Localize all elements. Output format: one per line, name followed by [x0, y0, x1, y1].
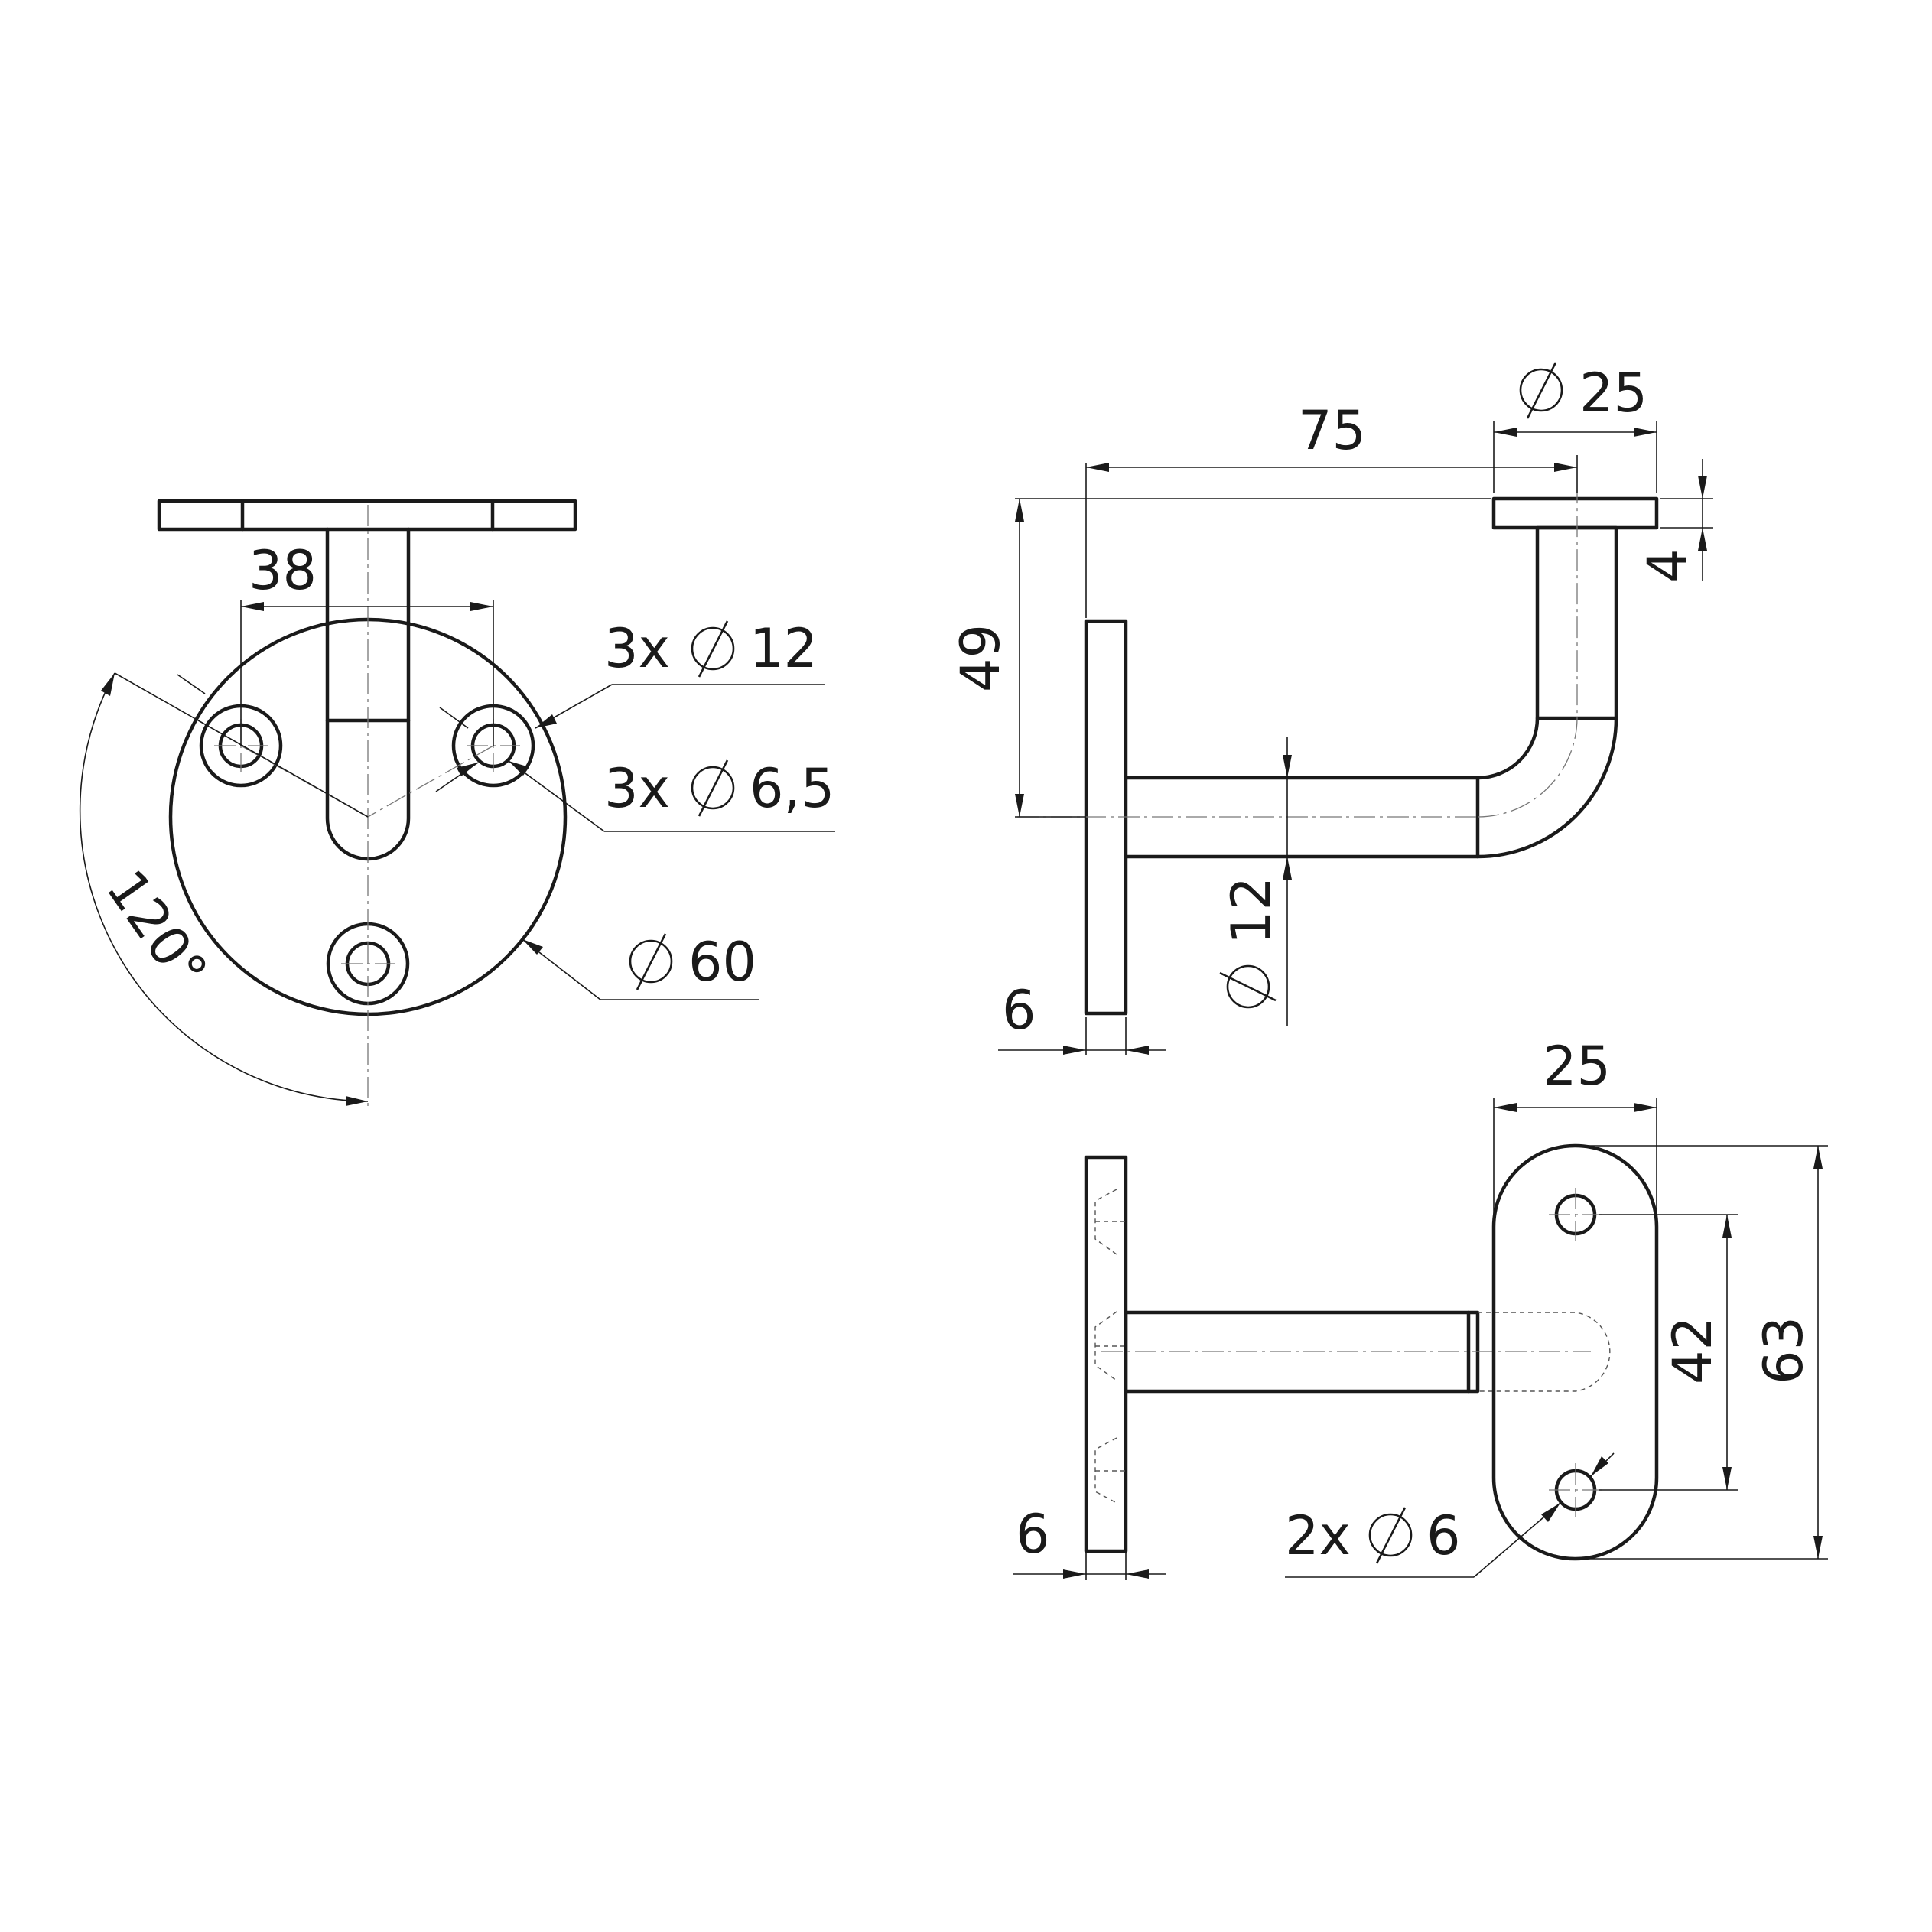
label-63: 63 [1752, 1316, 1815, 1384]
label-2x-6-value: 6 [1426, 1504, 1461, 1567]
dim-42: 42 [1599, 1214, 1738, 1491]
top-wall-plate [1084, 1155, 1128, 1553]
label-3x-65-count: 3x [604, 757, 670, 820]
label-2x-6-count: 2x [1285, 1504, 1351, 1567]
side-pad [1491, 496, 1659, 530]
hidden-countersinks [1094, 1189, 1126, 1504]
dim-63: 63 [1576, 1145, 1828, 1560]
dim-25-top: 25 [1493, 1035, 1657, 1228]
label-25-top: 25 [1543, 1035, 1611, 1098]
dim-38-label: 38 [249, 539, 317, 602]
dim-49: 49 [949, 498, 1491, 818]
top-view: 25 42 63 6 [1013, 1035, 1828, 1580]
top-pad [1491, 1143, 1659, 1561]
leader-60: 60 [522, 931, 759, 1000]
dim-4: 4 [1636, 459, 1713, 583]
top-pad-holes [1549, 1188, 1602, 1517]
label-60-value: 60 [688, 931, 756, 994]
dim-6-side: 6 [998, 979, 1166, 1055]
label-3x-65-value: 6,5 [750, 757, 834, 820]
side-view: 75 25 4 49 [949, 362, 1713, 1055]
label-42: 42 [1661, 1316, 1724, 1384]
leader-3x-65: 3x 6,5 [435, 757, 835, 832]
dim-38: 38 [240, 539, 494, 746]
label-75: 75 [1298, 399, 1366, 462]
dim-75: 75 [1085, 399, 1578, 618]
front-saddle-plate [157, 499, 577, 532]
label-120: 120° [94, 859, 220, 1000]
leader-3x-12: 3x 12 [439, 617, 825, 729]
front-view: 38 3x 12 3x 6,5 [79, 499, 835, 1109]
side-bar [1124, 525, 1618, 859]
label-3x-12-count: 3x [604, 617, 670, 680]
leader-2x-6: 2x 6 [1285, 1452, 1615, 1578]
label-6-top: 6 [1016, 1503, 1050, 1566]
label-25-side: 25 [1579, 362, 1647, 424]
diameter-symbol [691, 626, 735, 671]
dim-25-side: 25 [1493, 362, 1657, 493]
label-6-side: 6 [1002, 979, 1036, 1042]
label-12-side: 12 [1220, 877, 1283, 945]
label-3x-12-value: 12 [750, 617, 818, 680]
dim-120: 120° [79, 672, 369, 1106]
dim-12: 12 [1219, 737, 1292, 1026]
label-49: 49 [949, 624, 1012, 692]
label-4: 4 [1636, 548, 1699, 583]
dim-6-top: 6 [1013, 1503, 1166, 1580]
